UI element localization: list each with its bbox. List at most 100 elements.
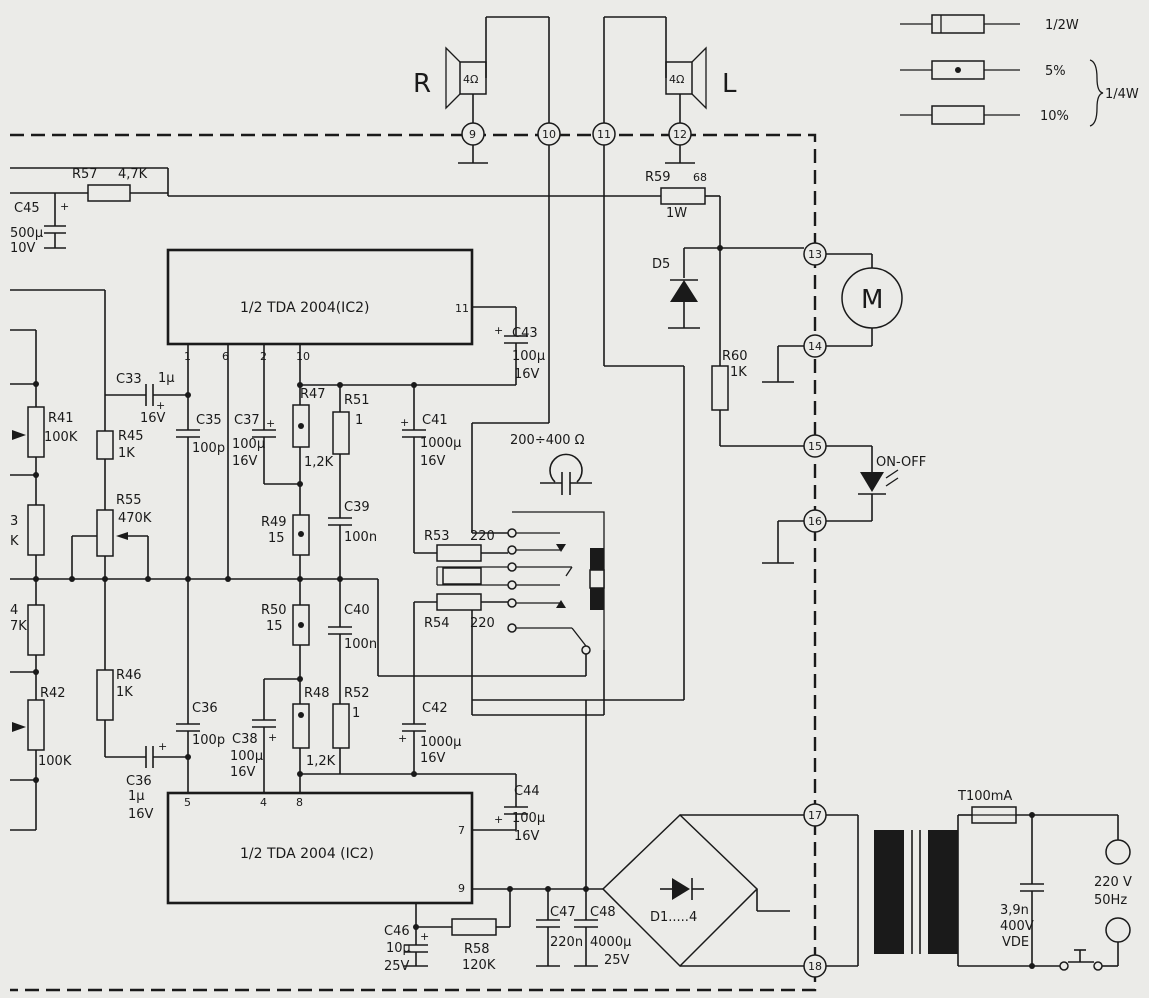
resistor-r52: R52 1 [332,686,370,749]
speaker-right-impedance: 4Ω [463,73,478,86]
svg-text:3: 3 [10,514,18,529]
capacitor-c47: C47 220n [536,889,583,967]
fuse: T100mA [957,789,1017,824]
c39-label: C39 [344,500,370,515]
svg-text:12: 12 [673,128,687,141]
ic2-top-label: 1/2 TDA 2004(IC2) [240,300,369,316]
c41-label: C41 [422,413,448,428]
c46-voltage: 25V [384,959,410,974]
svg-text:+: + [156,399,165,412]
svg-text:10: 10 [542,128,556,141]
r59-label: R59 [645,170,671,185]
svg-text:10: 10 [296,350,310,363]
potentiometer-r55: R55 470K [96,493,152,579]
cx-voltage: 400V [1000,919,1034,934]
r57-label: R57 [72,167,98,182]
c42-label: C42 [422,701,448,716]
svg-text:16: 16 [808,515,822,528]
capacitor-c39: C39 100n [328,500,377,545]
cx-vde: VDE [1002,935,1029,950]
d5-label: D5 [652,257,670,272]
motor-label: M [861,285,883,315]
bridge-label: D1.....4 [650,910,697,925]
c35-value: 100p [192,441,225,456]
svg-text:4: 4 [260,796,267,809]
r58-label: R58 [464,942,490,957]
c42-value: 1000µ [420,735,461,750]
speaker-right-label: R [413,69,431,99]
svg-text:+: + [158,740,167,753]
c47-value: 220n [550,935,583,950]
mains-input: 220 V 50Hz [1094,839,1132,943]
c36a-label: C36 [192,701,218,716]
svg-text:18: 18 [808,960,822,973]
r42-value: 100K [38,754,72,769]
capacitor-c48: C48 4000µ 25V [574,889,631,968]
svg-text:9: 9 [458,882,465,895]
svg-text:+: + [494,324,503,337]
capacitor-c35: C35 100p [176,413,225,456]
r59-power: 1W [666,206,687,221]
terminal-15: 15 [803,434,827,458]
resistor-r47: R47 1,2K [292,387,334,470]
c44-value: 100µ [512,811,545,826]
terminal-9: 9 [461,122,485,146]
svg-text:7: 7 [458,824,465,837]
svg-text:+: + [60,200,69,213]
svg-text:15: 15 [808,440,822,453]
resistor-r60: R60 1K [711,349,748,411]
svg-text:5: 5 [184,796,191,809]
r58-value: 120K [462,958,496,973]
capacitor-c41: + C41 1000µ 16V [400,385,461,469]
c41-value: 1000µ [420,436,461,451]
ic2-top: 1/2 TDA 2004(IC2) 1 6 2 10 11 [166,248,474,363]
mains-voltage: 220 V [1094,875,1132,890]
capacitor-c38: + C38 100µ 16V [230,719,277,780]
c37-voltage: 16V [232,454,258,469]
terminal-14: 14 [803,334,827,358]
resistor-r49: R49 15 [261,514,310,556]
c44-label: C44 [514,784,540,799]
r60-label: R60 [722,349,748,364]
capacitor-c36: C36 100p [176,701,225,748]
c36b-voltage: 16V [128,807,154,822]
svg-text:4: 4 [10,603,18,618]
c37-label: C37 [234,413,260,428]
c46-value: 10µ [386,941,411,956]
motor: M [841,267,903,329]
svg-text:6: 6 [222,350,229,363]
c47-label: C47 [550,905,576,920]
capacitor-c42: + C42 1000µ 16V [398,602,461,766]
resistor-r54: R54 220 [424,593,495,631]
resistor-r46: R46 1K [96,668,142,721]
c48-voltage: 25V [604,953,630,968]
r53-label: R53 [424,529,450,544]
c43-voltage: 16V [514,367,540,382]
capacitor-c43: + C43 100µ 16V [494,324,545,385]
capacitor-c37: + C37 100µ 16V [232,413,276,469]
r46-label: R46 [116,668,142,683]
r42-label: R42 [40,686,66,701]
r50-value: 15 [266,619,283,634]
c36b-label: C36 [126,774,152,789]
svg-text:11: 11 [597,128,611,141]
r47-label: R47 [300,387,326,402]
headphone-label: 200÷400 Ω [510,433,585,448]
resistor-r57: R57 4,7K [72,167,148,202]
power-switch [958,949,1118,971]
c43-label: C43 [512,326,538,341]
resistor-r48: R48 1,2K [292,686,336,769]
c46-label: C46 [384,924,410,939]
c42-voltage: 16V [420,751,446,766]
c39-value: 100n [344,530,377,545]
c45-voltage: 10V [10,241,36,256]
c44-voltage: 16V [514,829,540,844]
terminal-10: 10 [537,122,561,146]
c41-voltage: 16V [420,454,446,469]
svg-text:17: 17 [808,809,822,822]
c38-voltage: 16V [230,765,256,780]
capacitor-c40: C40 100n [328,579,377,652]
diode-d5: D5 [652,257,698,302]
r49-label: R49 [261,515,287,530]
r45-value: 1K [118,446,135,461]
